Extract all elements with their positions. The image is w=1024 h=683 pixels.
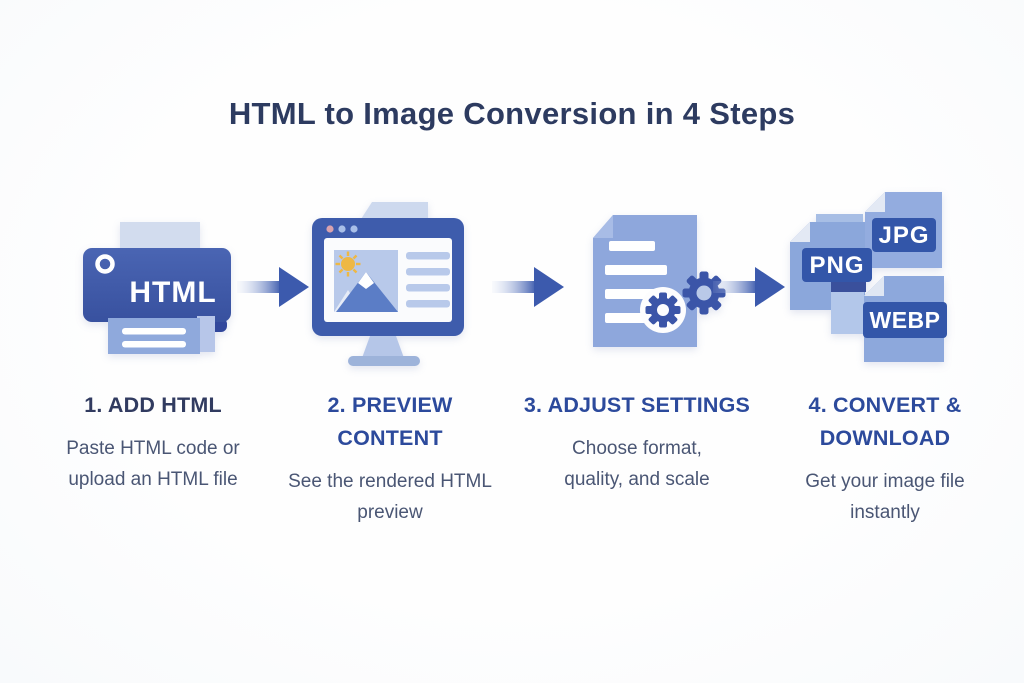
page-title: HTML to Image Conversion in 4 Steps [228,96,796,131]
monitor-base [348,356,420,366]
png-badge-label: PNG [809,252,864,279]
arrow-right-icon [237,267,309,307]
paper-line [122,341,186,348]
step-3-description: Choose format, quality, and scale [564,438,710,490]
printer-indicator-ring [95,254,115,274]
printer-paper-top [120,222,200,250]
text-line [406,252,450,260]
text-line [406,268,450,276]
browser-dot [338,225,346,233]
doc-line [605,313,651,323]
png-badge [802,248,872,282]
mountain-large [336,272,398,312]
file-light-sheet [831,292,864,334]
paper-line [122,328,186,335]
browser-dot [326,225,334,233]
mountain-snowcap [358,272,374,289]
file-fold [865,192,885,212]
printer-paper-edge [197,316,215,352]
arrow-right-icon [492,267,564,307]
sun-icon [341,257,355,271]
file-fold [790,222,810,242]
arrow-right-icon [713,267,785,307]
printer-html-label: HTML [129,276,216,309]
step-column-1: 1. ADD HTML Paste HTML code or upload an… [43,389,263,495]
monitor-preview-icon [312,202,464,366]
document-gears-icon [593,215,726,347]
document-fold [593,215,613,238]
file-fold [864,276,884,296]
gear-large-icon [682,271,726,315]
step-1-heading: 1. ADD HTML [84,393,222,417]
webp-badge [863,302,947,338]
jpg-badge-label: JPG [878,222,929,249]
printer-paper-out [108,318,200,354]
step-4-heading: 4. CONVERT & DOWNLOAD [808,393,962,450]
step-column-2: 2. PREVIEW CONTENT See the rendered HTML… [280,389,500,528]
step-column-3: 3. ADJUST SETTINGS Choose format, qualit… [512,389,762,495]
gear-small-icon [645,292,681,328]
step-3-heading: 3. ADJUST SETTINGS [523,393,751,417]
text-line [406,284,450,292]
step-4-description: Get your image file instantly [805,471,965,523]
step-2-description: See the rendered HTML preview [288,471,492,523]
monitor-stand [362,336,404,358]
webp-badge-label: WEBP [870,307,941,333]
jpg-badge [872,218,936,252]
step-2-heading: 2. PREVIEW CONTENT [327,393,453,450]
doc-line [605,265,667,275]
file-dark-strip [831,280,866,292]
step-column-4: 4. CONVERT & DOWNLOAD Get your image fil… [775,389,995,528]
browser-dot [350,225,358,233]
image-formats-icon: PNG JPG WEBP [790,192,947,362]
doc-line [609,241,655,251]
sun-rays [335,251,361,277]
printer-body [83,248,231,322]
text-line [406,300,450,308]
printer-html-icon: HTML [83,222,231,354]
step-1-description: Paste HTML code or upload an HTML file [66,438,240,490]
